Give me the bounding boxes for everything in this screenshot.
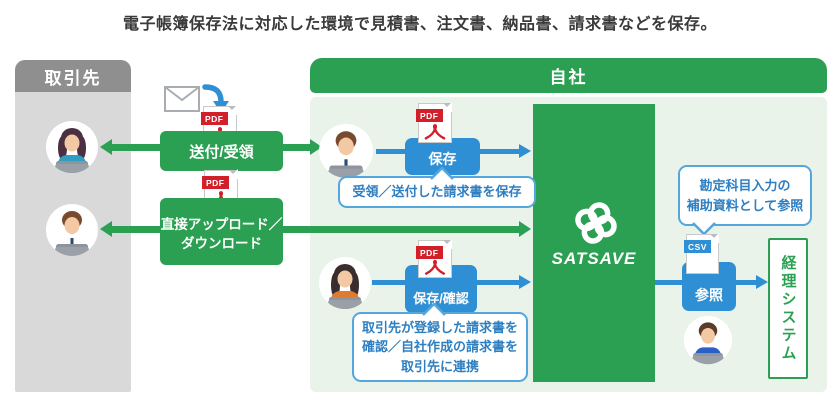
envelope-icon — [164, 86, 200, 112]
avatar-company-man — [319, 124, 373, 178]
save-confirm-label: 保存/確認 — [413, 291, 469, 306]
avatar-accounting-man — [683, 315, 733, 365]
confirm-note-line1: 取引先が登録した請求書を — [361, 319, 518, 335]
pdf-badge: PDF — [416, 109, 443, 122]
direct-upload-box: 直接アップロード／ ダウンロード — [160, 198, 283, 265]
reference-label: 参照 — [695, 287, 723, 303]
line-satsave-to-reference — [655, 280, 682, 285]
company-panel-title: 自社 — [549, 68, 588, 87]
accounting-system-box: 経理システム — [768, 238, 808, 379]
line-avatar-to-confirm — [372, 280, 405, 285]
company-panel-header: 自社 — [310, 58, 827, 93]
save-note-text: 受領／送付した請求書を保存 — [352, 184, 522, 200]
pdf-icon: PDF — [416, 102, 452, 143]
pdf-badge: PDF — [201, 112, 228, 125]
acrobat-glyph-icon — [419, 259, 451, 275]
confirm-note-line3: 取引先に連携 — [400, 358, 479, 374]
arrow-save-to-satsave — [480, 144, 531, 158]
pdf-badge: PDF — [416, 246, 443, 259]
confirm-note-line2: 確認／自社作成の請求書を — [361, 339, 518, 355]
direct-upload-line2: ダウンロード — [181, 235, 262, 251]
confirm-note-bubble: 取引先が登録した請求書を 確認／自社作成の請求書を 取引先に連携 — [352, 303, 528, 382]
send-receive-label: 送付/受領 — [189, 143, 254, 161]
avatar-partner-woman — [46, 121, 98, 173]
page-fold — [709, 233, 719, 243]
send-receive-box: 送付/受領 — [160, 131, 283, 171]
pdf-icon: PDF — [202, 169, 238, 210]
page-fold — [442, 102, 452, 112]
arrow-send-to-partner — [100, 139, 160, 155]
page-fold — [227, 105, 237, 115]
pdf-badge: PDF — [202, 176, 229, 189]
csv-icon: CSV — [684, 233, 719, 274]
reference-note-bubble: 勘定科目入力の 補助資料として参照 — [678, 165, 812, 235]
avatar-partner-man — [46, 204, 98, 256]
arrow-confirm-to-satsave — [477, 275, 531, 289]
arrow-send-to-company — [283, 139, 322, 155]
satsave-brand: SATSAVE — [551, 249, 637, 268]
arrow-reference-to-accounting — [736, 275, 768, 289]
satsave-logo-icon — [575, 202, 617, 244]
partner-panel-title: 取引先 — [44, 68, 102, 88]
direct-upload-line1: 直接アップロード／ — [160, 217, 283, 233]
reference-note-line1: 勘定科目入力の — [699, 178, 791, 193]
save-note-bubble: 受領／送付した請求書を保存 — [338, 167, 536, 208]
page-fold — [442, 239, 452, 249]
reference-note-line2: 補助資料として参照 — [686, 197, 804, 213]
arrow-upload-to-partner — [100, 221, 160, 237]
save-box: 保存 — [405, 138, 480, 175]
csv-badge: CSV — [684, 240, 711, 253]
line-avatar-to-save — [376, 149, 406, 154]
page-fold — [228, 169, 238, 179]
avatar-company-woman — [319, 257, 371, 309]
pdf-icon: PDF — [416, 239, 452, 278]
accounting-system-label: 経理システム — [779, 254, 797, 363]
diagram-title: 電子帳簿保存法に対応した環境で見積書、注文書、納品書、請求書などを保存。 — [122, 16, 717, 33]
partner-panel-header: 取引先 — [15, 60, 131, 92]
arrow-upload-to-satsave — [283, 221, 531, 237]
save-label: 保存 — [428, 151, 457, 167]
acrobat-glyph-icon — [419, 123, 451, 140]
